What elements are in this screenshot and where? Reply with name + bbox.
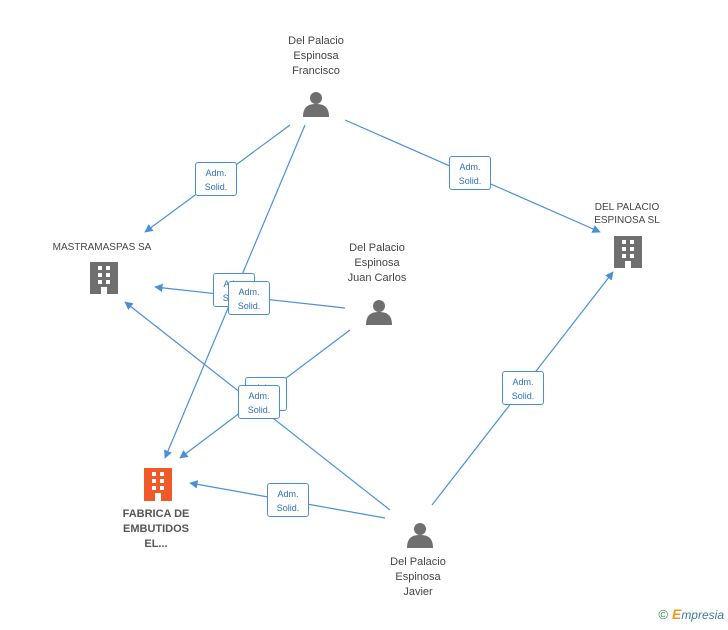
edge-label-role: Adm. — [277, 489, 299, 499]
node-juan-carlos[interactable]: Del Palacio Espinosa Juan Carlos — [317, 241, 437, 286]
company-name: FABRICA DE EMBUTIDOS EL... — [122, 508, 190, 550]
edge-label-type: Solid. — [247, 405, 271, 415]
building-icon — [90, 262, 118, 294]
edge-label[interactable]: Adm. Solid. — [449, 156, 491, 190]
company-name: DEL PALACIO ESPINOSA SL — [594, 202, 660, 226]
node-francisco[interactable]: Del Palacio Espinosa Francisco — [256, 34, 376, 79]
node-del-palacio-espinosa-sl[interactable]: DEL PALACIO ESPINOSA SL — [572, 201, 682, 227]
edge-label[interactable]: Adm. Solid. — [267, 483, 309, 517]
edge-label[interactable]: Adm. Solid. — [502, 371, 544, 405]
node-javier[interactable]: Del Palacio Espinosa Javier — [358, 555, 478, 600]
building-icon-main — [144, 468, 172, 501]
node-fabrica[interactable]: FABRICA DE EMBUTIDOS EL... — [104, 507, 208, 552]
building-icon — [614, 236, 642, 268]
edge-label-type: Solid. — [237, 301, 261, 311]
edge-label-type: Solid. — [458, 176, 482, 186]
brand-footer: ©Empresia — [658, 606, 724, 622]
edge-label-type: Solid. — [204, 182, 228, 192]
edge-label-role: Adm. — [248, 391, 270, 401]
person-name: Del Palacio Espinosa Javier — [390, 556, 446, 598]
person-name: Del Palacio Espinosa Francisco — [288, 35, 344, 77]
edge-label-type: Solid. — [276, 503, 300, 513]
edge-label-type: Solid. — [511, 391, 535, 401]
person-name: Del Palacio Espinosa Juan Carlos — [347, 242, 407, 284]
company-name: MASTRAMASPAS SA — [52, 242, 152, 253]
person-icon — [407, 523, 433, 548]
edge-label[interactable]: Adm. Solid. — [195, 162, 237, 196]
node-mastramaspas[interactable]: MASTRAMASPAS SA — [32, 241, 172, 254]
brand-logo: Empresia — [671, 606, 724, 622]
edge-label-role: Adm. — [238, 287, 260, 297]
edge-label-role: Adm. — [512, 377, 534, 387]
person-icon — [366, 300, 392, 325]
edge-label[interactable]: Adm. Solid. — [228, 281, 270, 315]
edge-label[interactable]: Adm. Solid. — [238, 385, 280, 419]
copyright-icon: © — [658, 607, 668, 622]
person-icon — [303, 92, 329, 117]
edge-label-role: Adm. — [205, 168, 227, 178]
brand-logo-text: mpresia — [681, 608, 724, 622]
brand-logo-initial: E — [671, 606, 682, 622]
edge-label-role: Adm. — [459, 162, 481, 172]
